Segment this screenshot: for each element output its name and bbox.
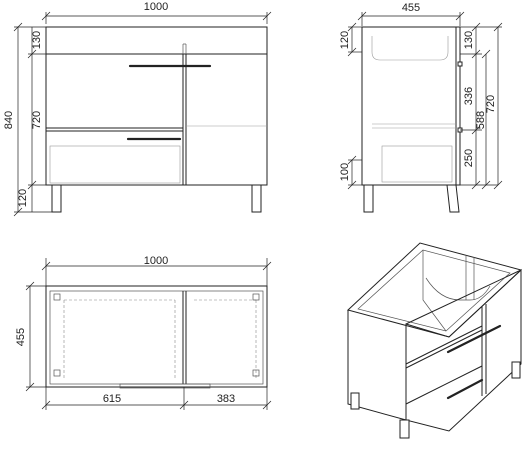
side-leg-front (446, 184, 460, 213)
front-width-tick-left (41, 11, 51, 21)
front-body-label: 720 (31, 111, 43, 129)
plan-tick-e (41, 400, 51, 410)
iso-drawer-split-2 (405, 329, 483, 369)
side-tick-k (481, 49, 491, 59)
plan-tick-g (262, 400, 272, 410)
side-tick-j (471, 125, 481, 135)
plan-view: 1000 455 615 383 (15, 255, 272, 410)
side-tick-b (455, 11, 465, 21)
iso-top-inner (357, 249, 511, 332)
side-body (361, 26, 461, 186)
side-tick-g (471, 22, 481, 32)
side-shelf-gap-label: 336 (463, 87, 475, 105)
plan-corner-4 (252, 369, 260, 377)
plan-inner (49, 290, 264, 385)
front-toprail-label: 130 (31, 31, 43, 49)
side-tick-a (357, 11, 367, 21)
iso-front-top (405, 269, 522, 325)
side-top-right-label: 130 (463, 31, 475, 49)
front-view: 1000 840 130 720 120 (3, 1, 272, 217)
side-tick-c (347, 22, 357, 32)
side-tick-l (481, 180, 491, 190)
side-inner-label: 588 (475, 111, 487, 129)
front-leg-right (251, 184, 262, 213)
iso-basin (425, 277, 491, 301)
plan-width-label: 1000 (144, 255, 168, 267)
isometric-view (346, 242, 523, 439)
side-tick-n (493, 180, 503, 190)
front-top-rail (45, 26, 268, 55)
front-drawer-inner (49, 145, 181, 184)
side-leg-back (363, 184, 374, 213)
plan-depth-label: 455 (15, 328, 27, 346)
plan-outline (45, 285, 268, 388)
iso-leg-1 (350, 392, 360, 410)
iso-leg-2 (399, 419, 410, 439)
iso-inner-corner (422, 250, 447, 332)
front-width-tick-right (262, 11, 272, 21)
front-width-label: 1000 (144, 1, 168, 13)
iso-handle-bottom (446, 378, 484, 400)
plan-tick-d (25, 382, 35, 392)
side-basin (371, 36, 449, 61)
side-tick-e (347, 155, 357, 165)
plan-right-label: 383 (217, 393, 235, 405)
front-tick-b (13, 207, 23, 217)
plan-corner-1 (53, 293, 61, 301)
plan-corner-2 (252, 293, 260, 301)
side-tick-f (347, 180, 357, 190)
plan-corner-3 (53, 369, 61, 377)
side-tick-i (471, 180, 481, 190)
iso-leg-3 (511, 361, 521, 379)
side-body-label: 720 (485, 95, 497, 113)
side-drawer (381, 145, 453, 183)
side-top-left-label: 120 (339, 31, 351, 49)
plan-tick-f (179, 400, 189, 410)
plan-left-label: 615 (103, 393, 121, 405)
plan-tick-a (41, 261, 51, 271)
iso-drawer-split-3 (405, 365, 483, 405)
front-body (45, 53, 268, 186)
side-bottom-label: 100 (339, 163, 351, 181)
side-lower-label: 250 (463, 149, 475, 167)
front-leg-left (51, 184, 62, 213)
side-tick-m (493, 22, 503, 32)
side-tick-d (347, 47, 357, 57)
side-view: 455 120 100 130 (339, 2, 503, 213)
front-height-label: 840 (3, 111, 15, 129)
side-mark-1 (457, 61, 463, 67)
side-tick-h (471, 49, 481, 59)
iso-handle-top (446, 324, 502, 354)
front-legs-label: 120 (17, 189, 29, 207)
plan-handle (119, 383, 211, 389)
plan-tick-b (262, 261, 272, 271)
side-depth-label: 455 (402, 2, 420, 14)
iso-top-rim (346, 242, 523, 338)
plan-tick-c (25, 281, 35, 291)
iso-drawer-split (405, 325, 483, 365)
front-tick-a (13, 22, 23, 32)
